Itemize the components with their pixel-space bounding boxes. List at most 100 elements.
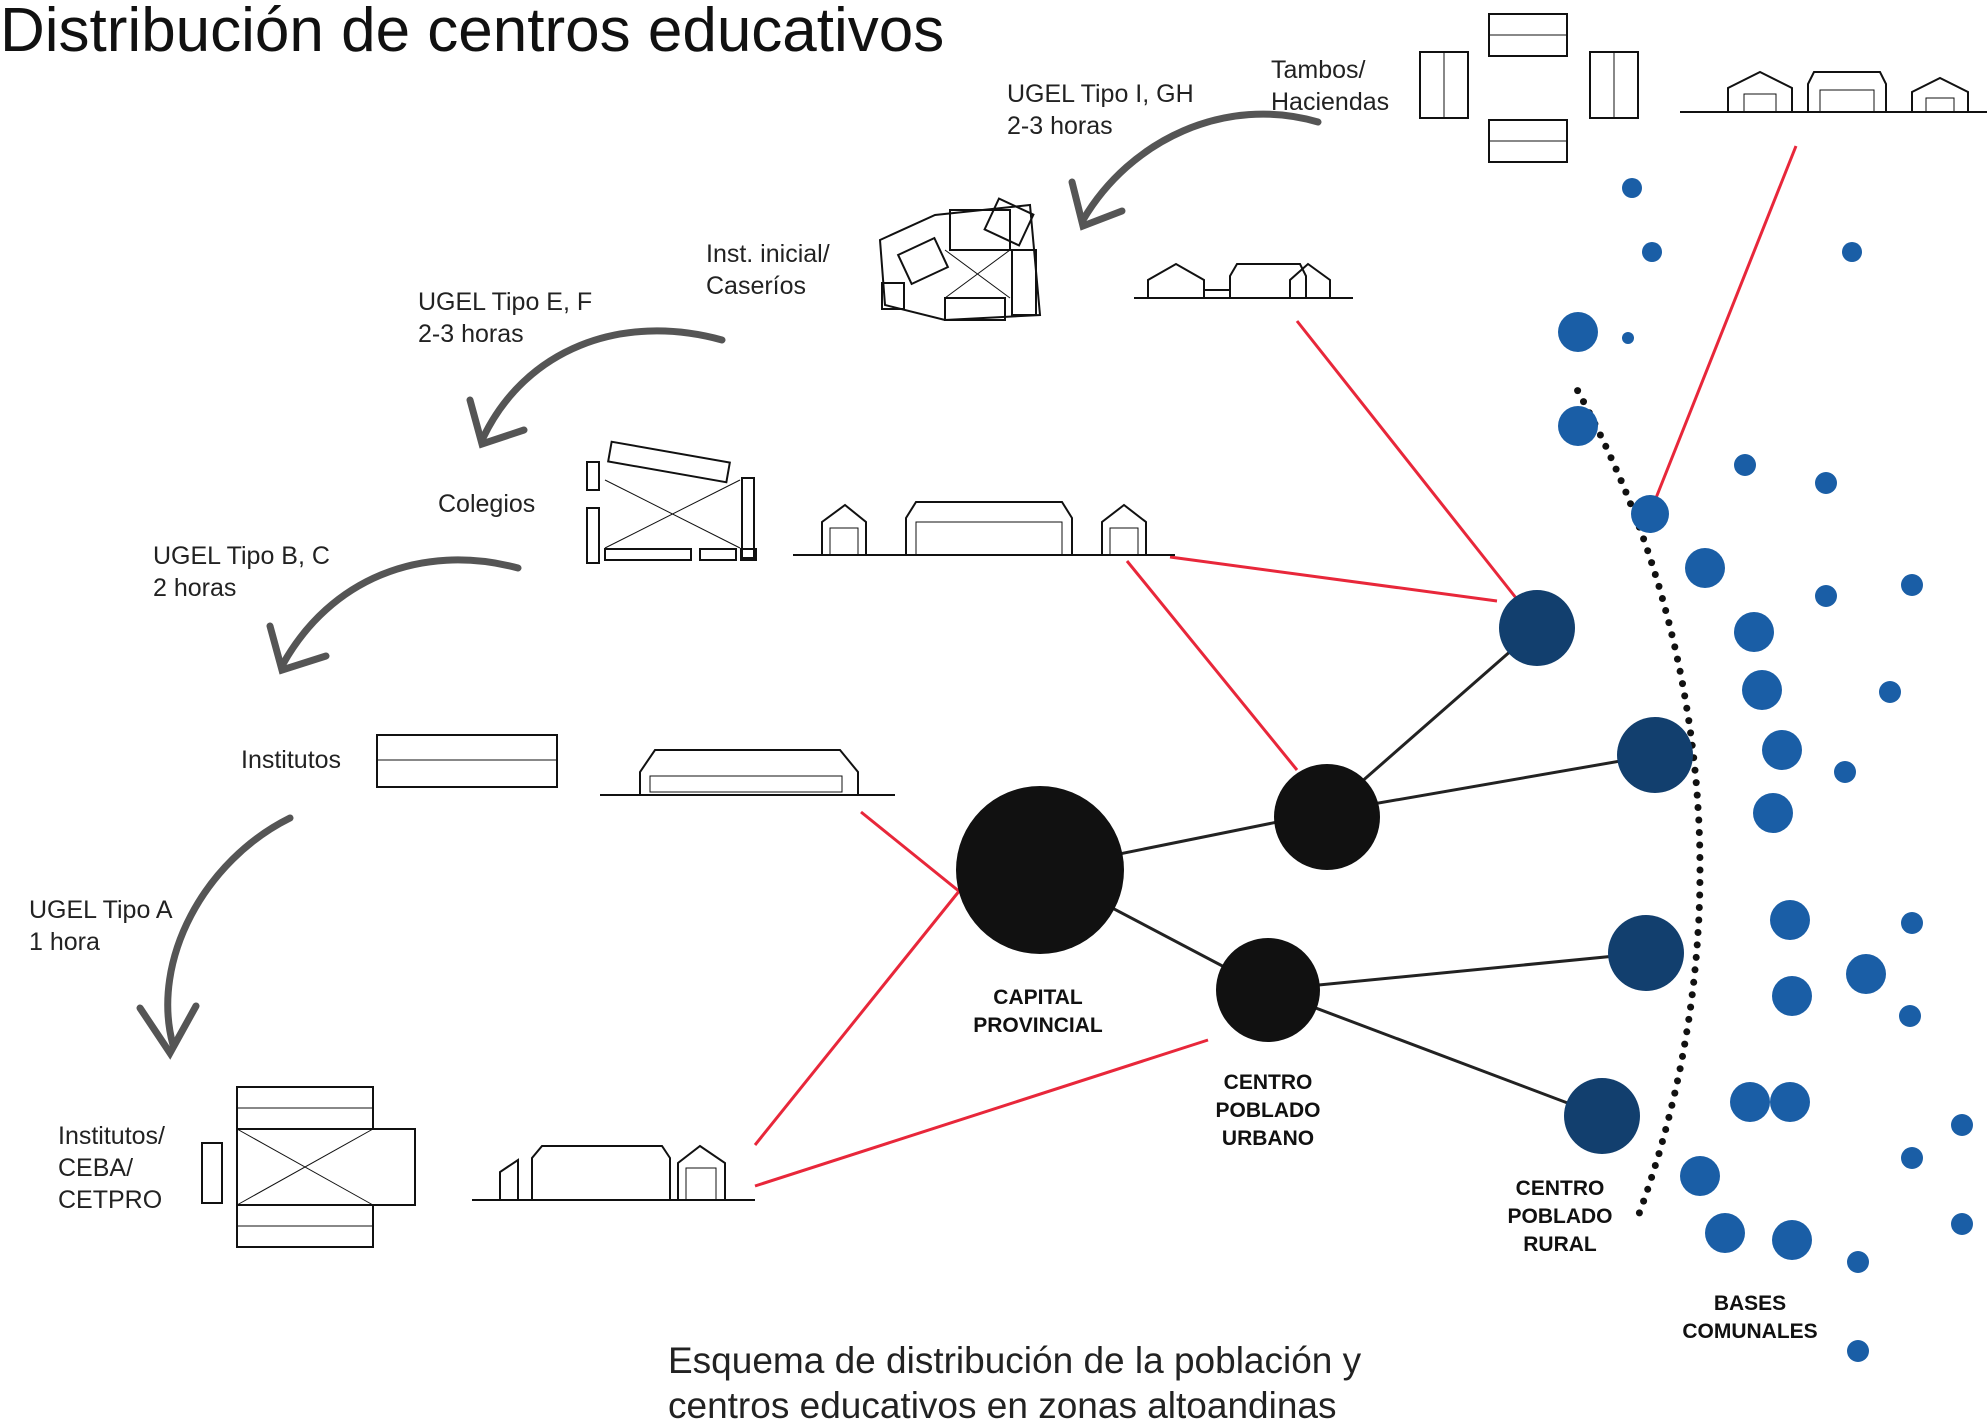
boundary-dot (1668, 631, 1676, 639)
boundary-dot (1651, 571, 1659, 578)
boundary-dot (1658, 1138, 1666, 1145)
boundary-dot (1695, 916, 1703, 924)
base-comunal-dot (1951, 1213, 1973, 1235)
centro-poblado-rural-label: CENTRO POBLADO RURAL (1507, 1177, 1613, 1256)
diagram-caption: Esquema de distribución de la población … (668, 1340, 1362, 1426)
boundary-dot (1692, 953, 1700, 961)
boundary-dot (1640, 535, 1648, 543)
facility-label-colegios: Colegios (438, 490, 536, 518)
base-comunal-dot (1705, 1213, 1745, 1253)
facility-drawings (201, 13, 1987, 1248)
arrow-3 (279, 556, 522, 668)
boundary-dot (1690, 978, 1698, 986)
facility-label-tambos: Tambos/ Haciendas (1271, 56, 1390, 116)
base-comunal-dot (1631, 495, 1669, 533)
base-comunal-dot (1901, 574, 1923, 596)
boundary-dot (1671, 643, 1679, 651)
capital-provincial-label: CAPITAL PROVINCIAL (973, 986, 1103, 1037)
base-comunal-dot (1772, 1220, 1812, 1260)
inicial-elevation (1134, 262, 1353, 299)
boundary-dot (1596, 431, 1604, 439)
boundary-dot (1687, 1003, 1695, 1011)
facility-label-cetpro: Institutos/ CEBA/ CETPRO (58, 1122, 165, 1214)
boundary-dot (1674, 1077, 1681, 1085)
boundary-dot (1644, 547, 1652, 555)
colegios-plan (586, 440, 757, 564)
boundary-dot (1674, 655, 1681, 663)
base-comunal-dot (1685, 548, 1725, 588)
base-comunal-dot (1642, 242, 1662, 262)
base-comunal-dot (1951, 1114, 1973, 1136)
colegios-elevation (793, 501, 1175, 556)
arrow-3-head (266, 622, 330, 675)
arrow-1-head (1068, 178, 1126, 231)
base-comunal-dot (1901, 912, 1923, 934)
base-comunal-dot (1770, 1082, 1810, 1122)
base-comunal-dot (1834, 761, 1856, 783)
ugel-label-tipo-a: UGEL Tipo A 1 hora (29, 896, 173, 956)
base-comunal-dot (1901, 1147, 1923, 1169)
base-comunal-dot (1847, 1340, 1869, 1362)
boundary-dot (1696, 891, 1704, 899)
boundary-dot (1574, 387, 1582, 395)
boundary-dot (1655, 582, 1663, 590)
boundary-dot (1640, 1197, 1648, 1205)
base-comunal-dot (1730, 1082, 1770, 1122)
boundary-dot (1694, 804, 1702, 811)
centro-rural-node-3 (1608, 915, 1684, 991)
base-comunal-dot (1622, 332, 1634, 344)
boundary-dot (1644, 1185, 1652, 1193)
arrow-4 (164, 814, 294, 1049)
arrow-1 (1079, 110, 1322, 224)
boundary-dot (1681, 692, 1689, 700)
institutos-elevation (600, 749, 895, 796)
base-comunal-dot (1846, 954, 1886, 994)
boundary-dot (1691, 766, 1699, 774)
arrow-4-head (136, 1002, 200, 1060)
boundary-dot (1693, 791, 1701, 799)
boundary-dot (1607, 454, 1615, 462)
flow-arrows (136, 110, 1322, 1060)
centro-urbano-node-1 (1274, 764, 1380, 870)
capital-provincial-node (956, 786, 1124, 954)
boundary-dot (1683, 704, 1691, 712)
boundary-dot (1695, 816, 1703, 824)
boundary-dot (1602, 442, 1610, 450)
base-comunal-dot (1680, 1156, 1720, 1196)
boundary-dot (1665, 619, 1673, 627)
boundary-dot (1676, 1065, 1684, 1073)
base-comunal-dot (1753, 793, 1793, 833)
boundary-dot (1651, 1162, 1659, 1169)
bases-comunales-dots (1558, 178, 1973, 1362)
boundary-dot (1688, 991, 1696, 999)
facility-label-inicial: Inst. inicial/ Caseríos (706, 240, 830, 300)
boundary-dot (1696, 866, 1704, 874)
centro-rural-node-2 (1617, 717, 1693, 793)
boundary-dot (1580, 398, 1587, 406)
boundary-dot (1692, 779, 1700, 787)
boundary-dot (1648, 1173, 1656, 1181)
boundary-dot (1695, 829, 1703, 836)
boundary-dot (1696, 879, 1704, 886)
boundary-dot (1612, 465, 1620, 473)
tambos-elevation (1680, 70, 1987, 113)
base-comunal-dot (1770, 900, 1810, 940)
boundary-dot (1691, 966, 1699, 974)
boundary-dot (1696, 854, 1704, 861)
centro-urbano-node-2 (1216, 938, 1320, 1042)
base-comunal-dot (1622, 178, 1642, 198)
ugel-label-tipo-e: UGEL Tipo E, F 2-3 horas (418, 288, 593, 348)
base-comunal-dot (1772, 976, 1812, 1016)
boundary-dot (1617, 477, 1625, 485)
network-links (1039, 626, 1656, 1118)
inicial-plan (878, 197, 1042, 322)
bases-comunales-label: BASES COMUNALES (1682, 1292, 1818, 1343)
base-comunal-dot (1879, 681, 1901, 703)
base-comunal-dot (1842, 242, 1862, 262)
boundary-dot (1622, 488, 1630, 496)
boundary-dot (1696, 841, 1704, 849)
page-title: Distribución de centros educativos (0, 0, 945, 65)
base-comunal-dot (1762, 730, 1802, 770)
institutos-plan (376, 734, 558, 788)
